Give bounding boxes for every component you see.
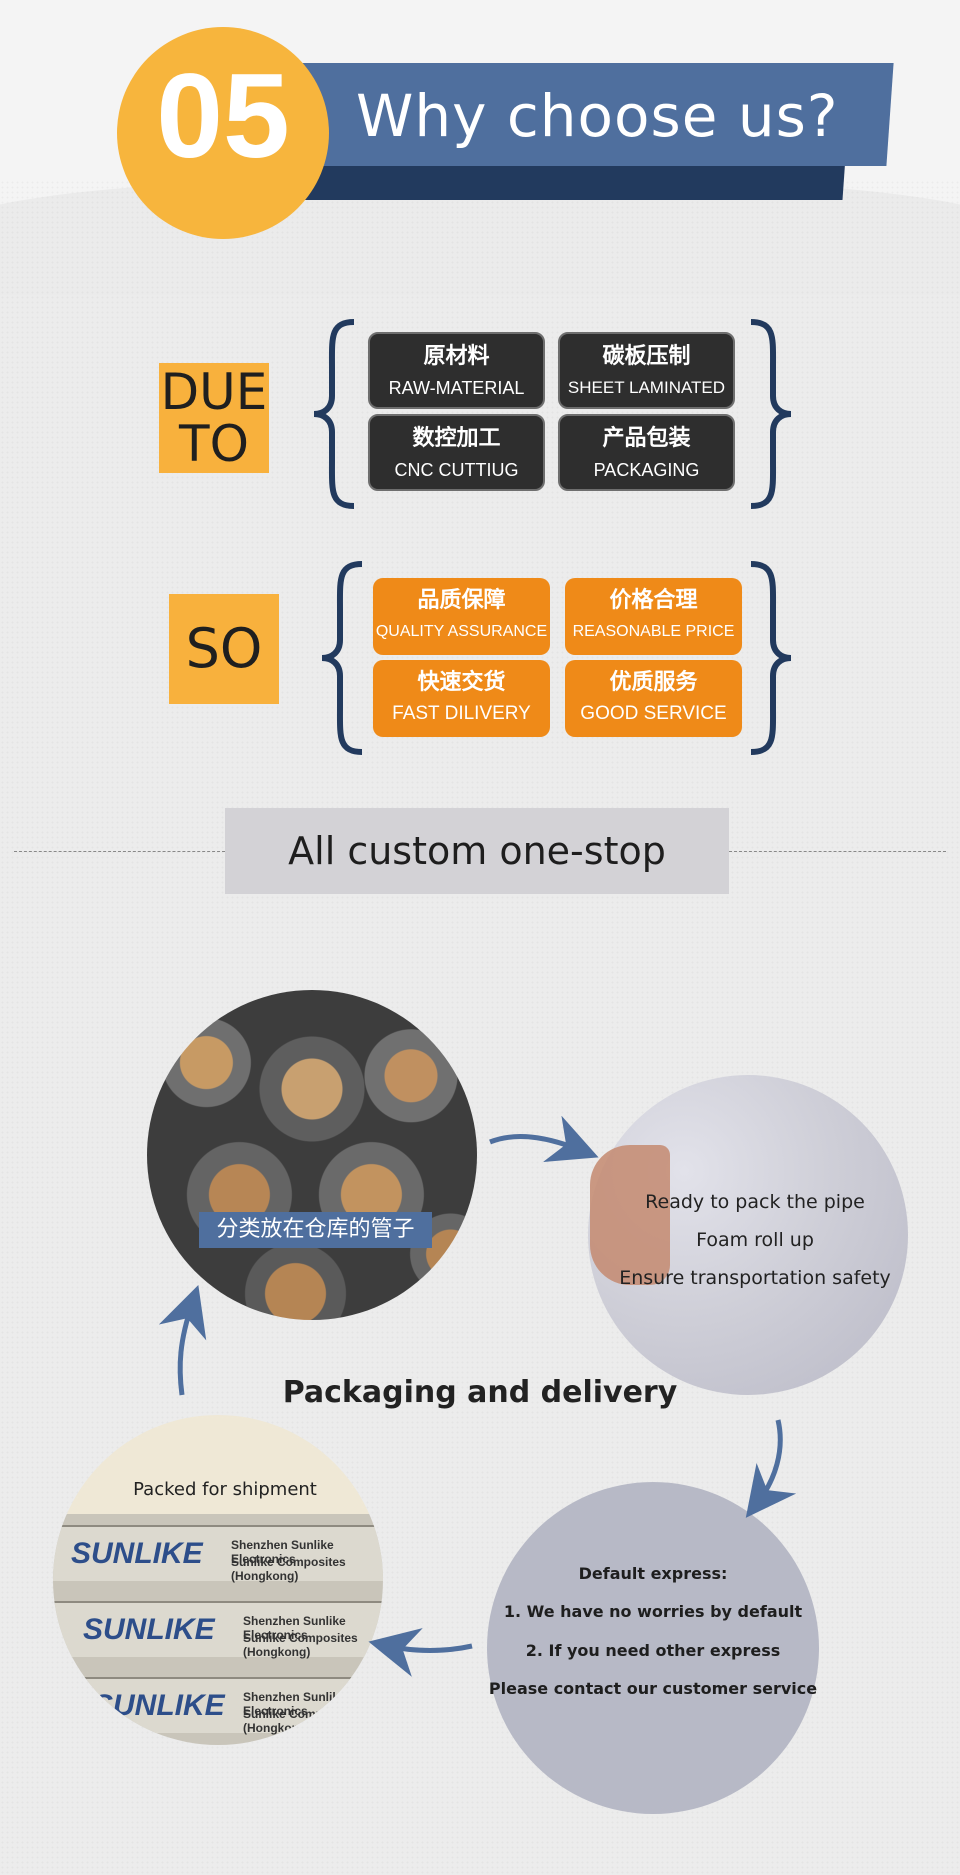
express-line-1: Default express:	[578, 1564, 728, 1583]
box-line-2: Sunlike Composites (Hongkong)	[231, 1555, 346, 1583]
tile-sheet-laminated: 碳板压制 SHEET LAMINATED	[558, 332, 735, 409]
tile-reasonable-price: 价格合理 REASONABLE PRICE	[565, 578, 742, 655]
express-line-4: Please contact our customer service	[488, 1679, 818, 1698]
warehouse-label: 分类放在仓库的管子	[199, 1212, 432, 1248]
tile-zh: 原材料	[423, 343, 490, 369]
box-panel	[53, 1677, 383, 1733]
arrow-right-icon	[489, 1115, 599, 1163]
express-line-3: 2. If you need other express	[525, 1641, 781, 1660]
section-title: Why choose us?	[356, 82, 839, 150]
so-right-brace-icon	[750, 561, 792, 755]
tile-en: GOOD SERVICE	[580, 703, 727, 724]
tile-en: REASONABLE PRICE	[572, 623, 735, 640]
due-to-line1: DUE	[160, 363, 268, 421]
pack-line-1: Ready to pack the pipe	[645, 1191, 865, 1213]
tile-zh: 快速交货	[417, 669, 506, 695]
tile-zh: 数控加工	[412, 425, 501, 451]
tile-zh: 品质保障	[417, 587, 506, 613]
hand-image	[590, 1145, 670, 1285]
box-line-2: Sunlike Composites (Hongkong)	[243, 1631, 358, 1659]
tile-en: RAW-MATERIAL	[388, 378, 525, 398]
tile-fast-delivery: 快速交货 FAST DILIVERY	[373, 660, 550, 737]
so-label: SO	[169, 594, 279, 704]
divider-left	[14, 851, 225, 852]
tile-zh: 优质服务	[609, 669, 698, 695]
tile-zh: 产品包装	[602, 425, 691, 451]
due-to-label: DUE TO	[159, 363, 269, 473]
tile-en: PACKAGING	[593, 460, 700, 480]
tile-quality-assurance: 品质保障 QUALITY ASSURANCE	[373, 578, 550, 655]
pack-line-2: Foam roll up	[696, 1229, 814, 1251]
box-brand: SUNLIKE	[71, 1537, 203, 1570]
box-line-1: Shenzhen Sunlike Electronics	[231, 1538, 334, 1566]
warehouse-photo	[147, 990, 477, 1320]
tile-en: FAST DILIVERY	[392, 703, 531, 724]
box-panel	[53, 1601, 383, 1657]
shipment-label: Packed for shipment	[133, 1479, 317, 1500]
packaging-title: Packaging and delivery	[282, 1375, 678, 1410]
section-number: 05	[156, 49, 290, 183]
box-line-1: Shenzhen Sunlike Electronics	[243, 1690, 346, 1718]
tile-good-service: 优质服务 GOOD SERVICE	[565, 660, 742, 737]
box-brand: SUNLIKE	[93, 1689, 225, 1722]
one-stop-heading: All custom one-stop	[225, 808, 729, 894]
tile-cnc-cutting: 数控加工 CNC CUTTIUG	[368, 414, 545, 491]
due-right-brace-icon	[750, 319, 792, 509]
express-info-circle	[487, 1482, 819, 1814]
packed-boxes-photo: SUNLIKE Shenzhen Sunlike Electronics Sun…	[53, 1415, 383, 1745]
express-line-2: 1. We have no worries by default	[503, 1602, 803, 1621]
arrow-left-icon	[368, 1628, 473, 1677]
divider-right	[729, 851, 946, 852]
tile-raw-material: 原材料 RAW-MATERIAL	[368, 332, 545, 409]
box-line-2: Sunlike Composites (Hongkong)	[243, 1707, 358, 1735]
box-panel	[53, 1525, 383, 1581]
arrow-down-icon	[745, 1419, 797, 1518]
due-left-brace-icon	[313, 319, 355, 509]
box-brand: SUNLIKE	[83, 1613, 215, 1646]
arrow-up-icon	[158, 1285, 207, 1396]
tile-en: QUALITY ASSURANCE	[375, 623, 548, 640]
box-line-1: Shenzhen Sunlike Electronics	[243, 1614, 346, 1642]
tile-en: CNC CUTTIUG	[394, 460, 519, 480]
tile-zh: 价格合理	[609, 587, 698, 613]
section-number-badge	[117, 27, 329, 239]
tile-packaging: 产品包装 PACKAGING	[558, 414, 735, 491]
tile-zh: 碳板压制	[602, 343, 691, 369]
due-to-line2: TO	[179, 415, 249, 473]
so-left-brace-icon	[321, 561, 363, 755]
tile-en: SHEET LAMINATED	[567, 378, 726, 397]
pack-line-3: Ensure transportation safety	[619, 1267, 891, 1289]
